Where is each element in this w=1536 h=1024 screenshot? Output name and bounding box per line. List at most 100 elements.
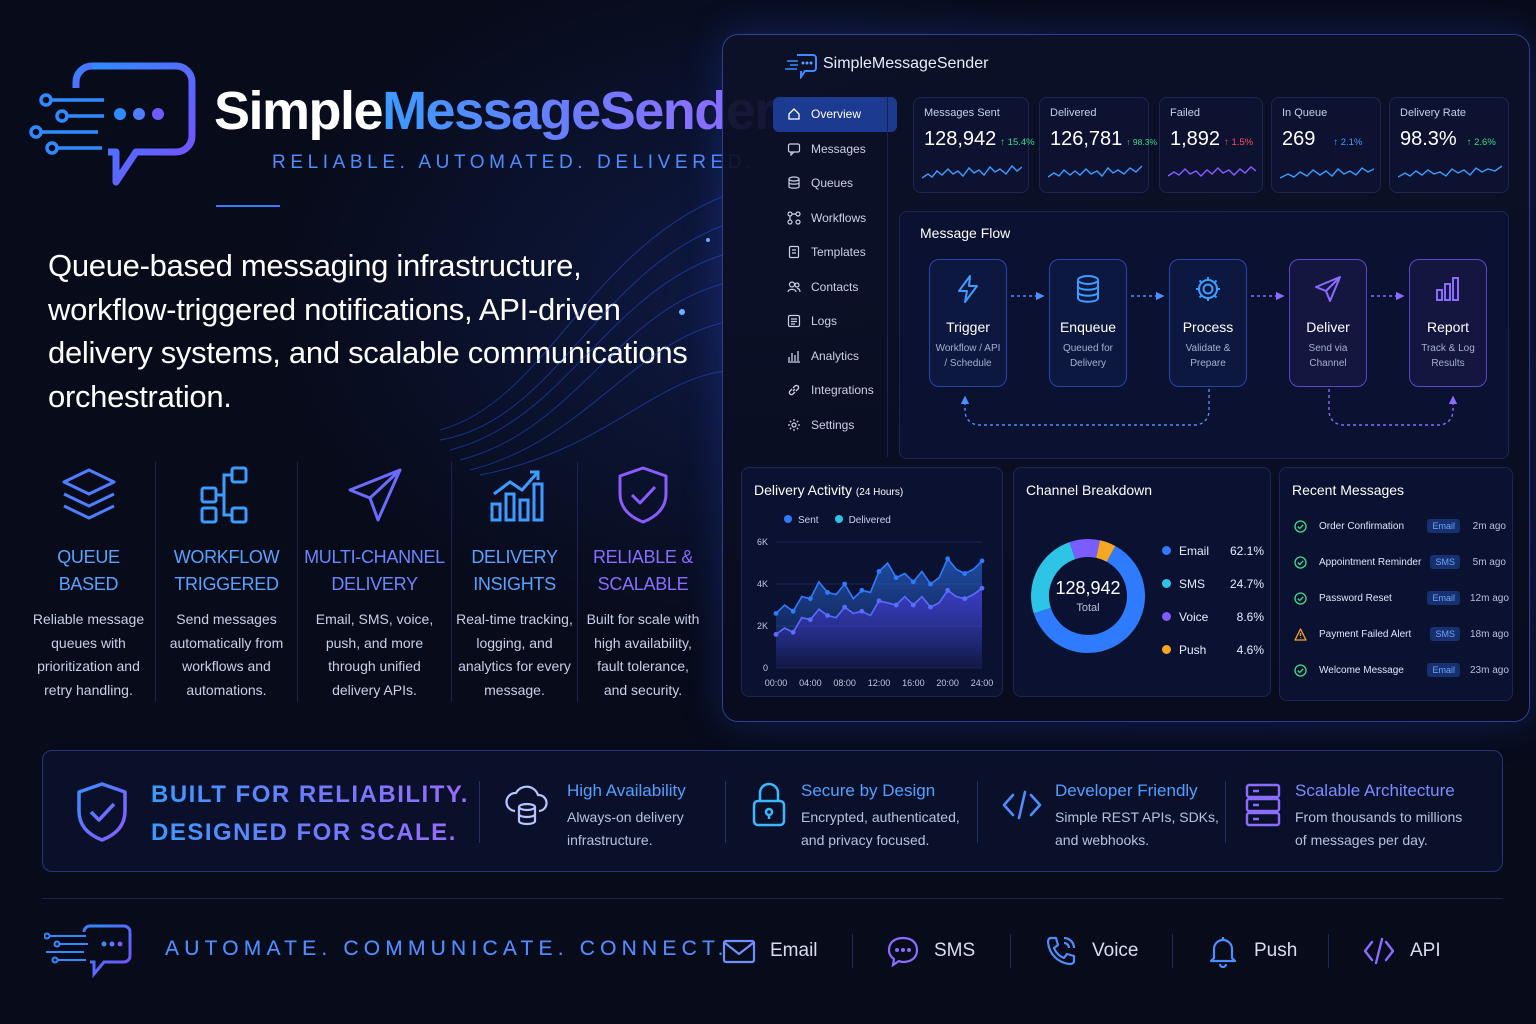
banner-headline-2: DESIGNED FOR SCALE. <box>151 814 469 852</box>
data-point[interactable] <box>893 575 899 581</box>
banner-headline: BUILT FOR RELIABILITY. DESIGNED FOR SCAL… <box>151 776 469 852</box>
data-point[interactable] <box>773 632 779 637</box>
channel-label: Email <box>770 940 818 961</box>
nav-workflows[interactable]: Workflows <box>773 201 897 236</box>
kpi-delivery-rate[interactable]: Delivery Rate 98.3%↑ 2.6% <box>1389 97 1509 193</box>
kpi-in-queue[interactable]: In Queue 269↑ 2.1% <box>1271 97 1381 193</box>
data-point[interactable] <box>859 587 865 593</box>
data-point[interactable] <box>945 556 951 562</box>
kpi-change: ↑ 1.5% <box>1224 137 1254 148</box>
data-point[interactable] <box>910 602 916 608</box>
paper-plane-icon <box>348 468 401 522</box>
data-point[interactable] <box>842 604 848 610</box>
banner-item-desc: From thousands to millions of messages p… <box>1295 809 1463 848</box>
donut-slice-sms[interactable] <box>1031 542 1076 614</box>
data-point[interactable] <box>825 613 830 618</box>
data-point[interactable] <box>979 585 985 591</box>
nav-logs[interactable]: Logs <box>773 304 897 339</box>
data-point[interactable] <box>928 604 933 610</box>
nav-queues[interactable]: Queues <box>773 166 897 201</box>
footer-channel-voice[interactable]: Voice <box>1044 930 1138 972</box>
x-tick-label: 04:00 <box>799 678 822 688</box>
data-point[interactable] <box>910 579 916 585</box>
donut-center: 128,942 Total <box>1032 578 1144 614</box>
nav-messages[interactable]: Messages <box>773 132 897 167</box>
message-name: Payment Failed Alert <box>1319 628 1412 640</box>
feature-desc: Real-time tracking, logging, and analyti… <box>456 611 573 698</box>
data-point[interactable] <box>876 598 882 604</box>
data-point[interactable] <box>807 617 813 623</box>
workflow-icon <box>200 466 247 524</box>
flow-step-enqueue[interactable]: Enqueue Queued for Delivery <box>1049 259 1127 387</box>
banner-divider <box>977 781 978 843</box>
flow-step-report[interactable]: Report Track & Log Results <box>1409 259 1487 387</box>
footer-channel-push[interactable]: Push <box>1206 930 1297 972</box>
nav-contacts[interactable]: Contacts <box>773 270 897 305</box>
nav-overview[interactable]: Overview <box>773 97 897 132</box>
kpi-change: ↑ 98.3% <box>1126 137 1158 147</box>
data-point[interactable] <box>790 608 796 614</box>
data-point[interactable] <box>979 558 985 564</box>
lightning-icon <box>958 275 978 303</box>
nav-settings[interactable]: Settings <box>773 408 897 443</box>
legend-delivered: Delivered <box>848 515 891 526</box>
panel-title: Delivery Activity (24 Hours) <box>754 482 903 498</box>
kpi-messages-sent[interactable]: Messages Sent 128,942↑ 15.4% <box>913 97 1035 193</box>
warning-icon <box>1294 627 1307 641</box>
check-circle-icon <box>1294 555 1307 569</box>
data-point[interactable] <box>859 608 865 614</box>
nav-integrations[interactable]: Integrations <box>773 373 897 408</box>
x-tick-label: 24:00 <box>971 678 994 688</box>
data-point[interactable] <box>893 602 899 608</box>
banner-item-title: Secure by Design <box>801 781 936 800</box>
footer-divider <box>1172 934 1173 968</box>
nav-label: Templates <box>811 245 866 260</box>
kpi-sparkline <box>1048 165 1142 178</box>
analytics-icon <box>788 350 800 363</box>
step-desc: Validate & Prepare <box>1185 343 1231 369</box>
server-icon <box>1245 783 1281 827</box>
y-tick-label: 4K <box>757 579 768 589</box>
data-point[interactable] <box>962 571 968 576</box>
kpi-failed[interactable]: Failed 1,892↑ 1.5% <box>1159 97 1263 193</box>
donut-slice-voice[interactable] <box>1069 539 1100 560</box>
brand-tagline: RELIABLE. AUTOMATED. DELIVERED. <box>272 152 756 173</box>
flow-step-deliver[interactable]: Deliver Send via Channel <box>1289 259 1367 387</box>
data-point[interactable] <box>945 587 951 593</box>
data-point[interactable] <box>807 596 813 602</box>
footer-motto: AUTOMATE. COMMUNICATE. CONNECT. <box>165 937 729 960</box>
kpi-label: Delivery Rate <box>1400 107 1467 119</box>
message-name: Password Reset <box>1319 592 1392 604</box>
home-icon <box>788 108 800 120</box>
flow-step-process[interactable]: Process Validate & Prepare <box>1169 259 1247 387</box>
kpi-delivered[interactable]: Delivered 126,781↑ 98.3% <box>1039 97 1157 193</box>
nav-templates[interactable]: Templates <box>773 235 897 270</box>
data-point[interactable] <box>790 629 796 635</box>
data-point[interactable] <box>825 590 830 595</box>
footer-channel-api[interactable]: API <box>1362 930 1441 972</box>
data-point[interactable] <box>962 596 968 602</box>
cloud-database-icon <box>505 785 548 826</box>
footer-channel-sms[interactable]: SMS <box>886 930 975 972</box>
donut-slice-email[interactable] <box>1033 545 1145 653</box>
y-tick-label: 0 <box>763 663 768 673</box>
data-point[interactable] <box>773 611 779 616</box>
banner-item-desc: Simple REST APIs, SDKs, and webhooks. <box>1055 809 1219 848</box>
kpi-value: 126,781 <box>1050 128 1123 150</box>
feature-title: DELIVERY INSIGHTS <box>471 547 558 594</box>
data-point[interactable] <box>876 569 882 574</box>
footer-channel-email[interactable]: Email <box>722 930 818 972</box>
data-point[interactable] <box>928 581 933 587</box>
code-icon <box>1363 937 1395 965</box>
kpi-change: ↑ 2.1% <box>1333 137 1363 148</box>
data-point[interactable] <box>842 581 848 587</box>
flow-step-trigger[interactable]: Trigger Workflow / API / Schedule <box>929 259 1007 387</box>
donut-slice-push[interactable] <box>1095 540 1116 562</box>
feature-desc: Built for scale with high availability, … <box>586 611 700 698</box>
nav-analytics[interactable]: Analytics <box>773 339 897 374</box>
